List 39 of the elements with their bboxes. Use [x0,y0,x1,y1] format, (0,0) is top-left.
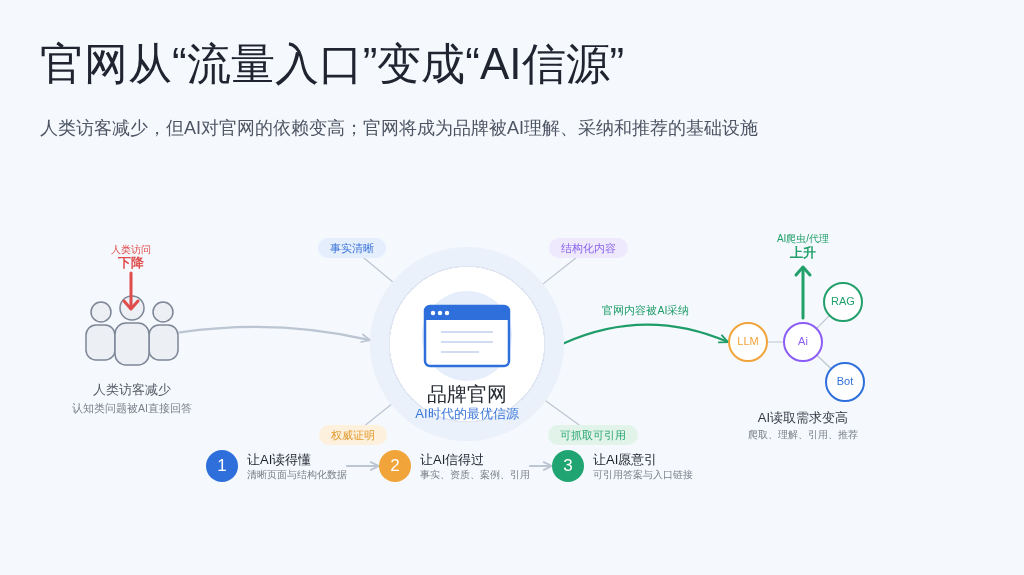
trend-value: 上升 [790,245,816,261]
step-description: 事实、资质、案例、引用 [420,467,530,482]
tag-pill: 权威证明 [319,425,387,445]
arrow [528,461,554,471]
trend-label: 人类访问 [111,243,151,256]
ring-node: RAG [823,282,863,322]
step-number-badge: 1 [206,450,238,482]
caption-title: 人类访客减少 [93,382,171,398]
tag-pill: 可抓取可引用 [548,425,638,445]
arrow [562,323,730,345]
caption-title: AI读取需求变高 [757,410,849,426]
title: 官网从“流量入口”变成“AI信源” [40,38,625,90]
subtitle: 人类访客减少，但AI对官网的依赖变高；官网将成为品牌被AI理解、采纳和推荐的基础设施 [40,117,758,140]
connector-line [542,257,577,285]
hub-subtitle: AI时代的最优信源 [415,406,519,422]
tag-pill: 事实清晰 [318,238,386,258]
arrow [178,325,372,343]
ring-node: Ai [783,322,823,362]
step-number-badge: 2 [379,450,411,482]
ring-node: Bot [825,362,865,402]
hub-title: 品牌官网 [427,382,507,406]
step-number-badge: 3 [552,450,584,482]
trend-label: AI爬虫/代理 [776,232,830,245]
step-description: 可引用答案与入口链接 [593,467,693,482]
ring-node: LLM [728,322,768,362]
caption-text: 认知类问题被AI直接回答 [72,401,192,416]
connector-line [816,355,832,369]
step-description: 清晰页面与结构化数据 [247,467,347,482]
arrow [345,461,381,471]
caption-text: 爬取、理解、引用、推荐 [748,428,858,441]
step-title: 让AI信得过 [420,450,486,468]
step-title: 让AI愿意引 [593,450,659,468]
connector-line [364,403,392,426]
tag-pill: 结构化内容 [549,238,628,258]
step-title: 让AI读得懂 [247,450,313,468]
connector-line [545,400,580,426]
trend-value: 下降 [118,255,144,271]
people-illustration [84,295,180,366]
connector-line [363,257,394,283]
